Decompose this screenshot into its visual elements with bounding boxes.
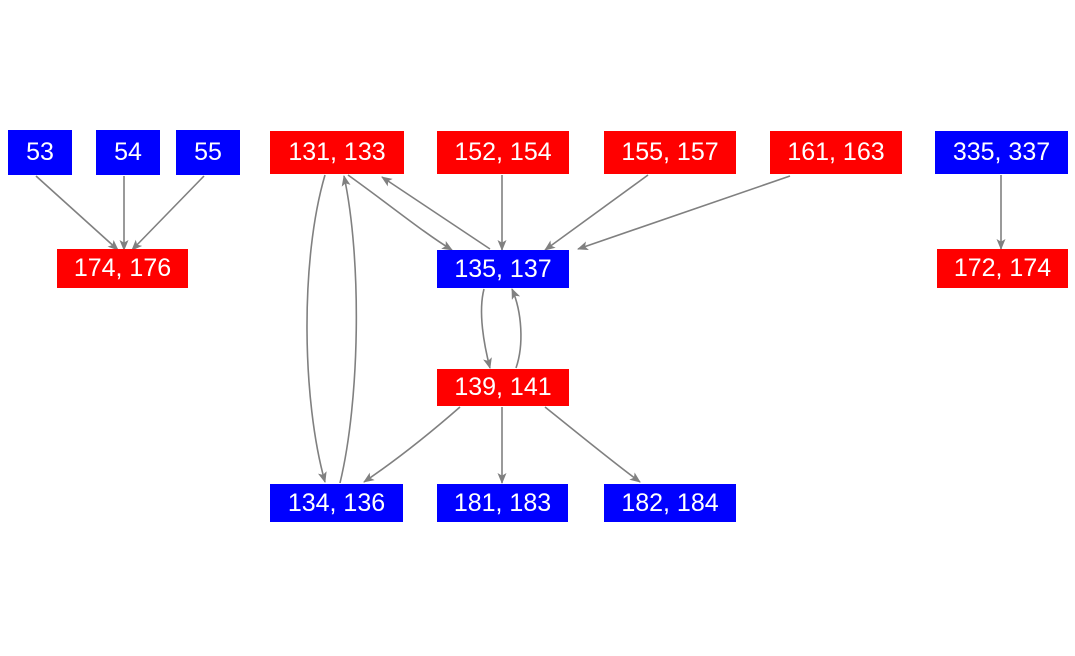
graph-node-n161_163[interactable]: 161, 163	[770, 131, 902, 174]
edge-n139_141-to-n135_137	[511, 288, 522, 369]
edge-n135_137-to-n139_141	[480, 288, 492, 369]
graph-node-label: 131, 133	[288, 138, 386, 166]
edge-n53-to-n174_176	[35, 175, 119, 251]
graph-node-label: 55	[194, 138, 222, 166]
graph-node-n152_154[interactable]: 152, 154	[437, 131, 569, 174]
graph-node-n53[interactable]: 53	[8, 130, 72, 175]
graph-node-n131_133[interactable]: 131, 133	[270, 131, 404, 174]
edge-n131_133-to-n134_136	[306, 174, 327, 483]
edge-n155_157-to-n135_137	[544, 174, 649, 251]
edge-n139_141-to-n182_184	[544, 406, 641, 483]
graph-node-n139_141[interactable]: 139, 141	[437, 369, 569, 406]
graph-node-label: 161, 163	[787, 138, 885, 166]
graph-node-label: 174, 176	[73, 254, 172, 282]
graph-node-n55[interactable]: 55	[176, 130, 240, 175]
edge-n134_136-to-n131_133	[339, 175, 358, 484]
graph-node-label: 135, 137	[454, 254, 552, 283]
graph-node-n174_176[interactable]: 174, 176	[57, 249, 188, 288]
graph-node-n135_137[interactable]: 135, 137	[437, 250, 569, 288]
edges-group	[35, 174, 1006, 484]
graph-node-label: 155, 157	[621, 138, 719, 166]
edge-n139_141-to-n134_136	[363, 406, 461, 483]
graph-node-n172_174[interactable]: 172, 174	[937, 249, 1068, 288]
graph-node-label: 134, 136	[287, 488, 386, 517]
graph-node-n54[interactable]: 54	[96, 130, 160, 175]
graph-node-label: 53	[26, 138, 54, 166]
graph-node-label: 172, 174	[953, 254, 1052, 282]
graph-node-label: 181, 183	[453, 488, 552, 517]
edge-n161_163-to-n135_137	[577, 175, 791, 250]
graph-node-label: 152, 154	[454, 138, 552, 166]
graph-node-n155_157[interactable]: 155, 157	[604, 131, 736, 174]
edge-n131_133-to-n135_137	[347, 174, 453, 251]
graph-node-label: 335, 337	[952, 138, 1051, 166]
edge-n55-to-n174_176	[131, 175, 205, 251]
graph-node-n182_184[interactable]: 182, 184	[604, 484, 736, 522]
graph-node-label: 139, 141	[454, 373, 552, 401]
graph-node-n335_337[interactable]: 335, 337	[935, 131, 1068, 174]
graph-node-label: 54	[114, 138, 142, 166]
graph-node-n134_136[interactable]: 134, 136	[270, 484, 403, 522]
edge-n135_137-to-n131_133	[381, 176, 491, 250]
graph-node-label: 182, 184	[621, 488, 719, 517]
graph-node-n181_183[interactable]: 181, 183	[437, 484, 568, 522]
